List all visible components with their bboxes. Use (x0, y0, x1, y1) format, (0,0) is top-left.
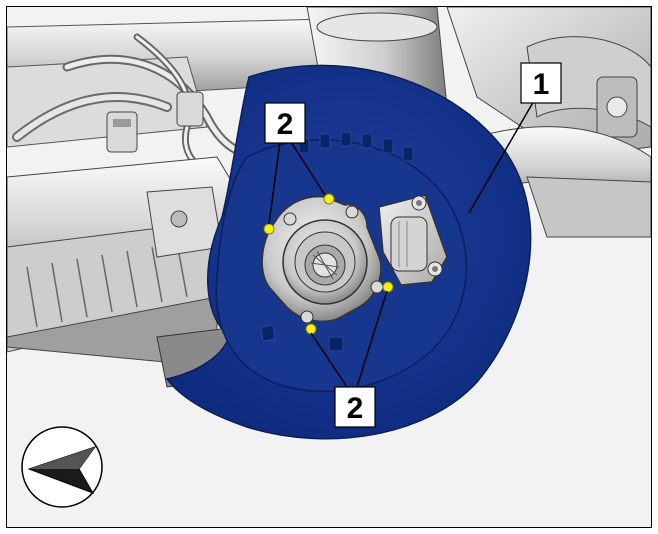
callout-2-upper: 2 (264, 102, 306, 144)
leader-line-2-lower-a (310, 332, 348, 388)
bolt-marker (305, 323, 317, 335)
bolt-marker (263, 223, 275, 235)
callout-label: 1 (533, 68, 550, 101)
leader-line-2-lower-b (356, 290, 388, 388)
callout-label: 2 (277, 108, 294, 141)
callout-label: 2 (347, 392, 364, 425)
leader-line-2-upper-a (268, 141, 281, 225)
bolt-marker (323, 193, 335, 205)
brake-shield-diagram: 1 2 2 (7, 7, 651, 527)
figure-frame: 1 2 2 (6, 6, 652, 528)
wheel-hub (261, 195, 384, 324)
leader-line-2-upper-b (290, 141, 326, 196)
caliper (378, 194, 448, 286)
callout-1: 1 (520, 62, 562, 104)
direction-arrow-icon (21, 426, 103, 508)
leader-lines (268, 98, 536, 388)
leader-line-1 (468, 98, 536, 214)
callout-2-lower: 2 (334, 386, 376, 428)
bolt-marker (382, 281, 394, 293)
